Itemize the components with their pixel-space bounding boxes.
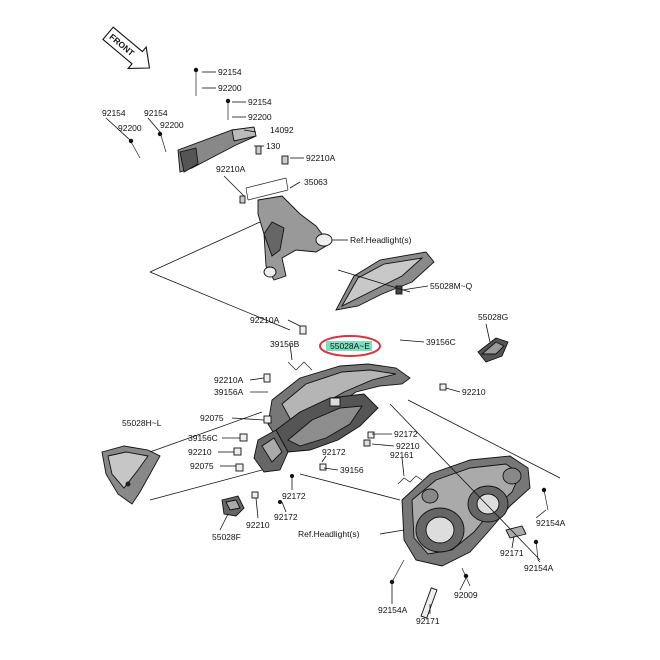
label-92210-right: 92210 xyxy=(462,387,486,397)
label-35063: 35063 xyxy=(304,177,328,187)
label-92161: 92161 xyxy=(390,450,414,460)
label-ref-headlight-bottom: Ref.Headlight(s) xyxy=(298,529,360,539)
label-92210A-mid2: 92210A xyxy=(214,375,244,385)
bracket-55028F xyxy=(221,495,245,517)
label-92154-left2: 92154 xyxy=(144,108,168,118)
fasteners-misc xyxy=(233,325,447,504)
label-92154-b: 92154 xyxy=(248,97,272,107)
cover-55028G xyxy=(477,337,509,363)
label-92210A-mid: 92210A xyxy=(250,315,280,325)
label-92171-a: 92171 xyxy=(500,548,524,558)
label-92210-a: 92210 xyxy=(188,447,212,457)
label-55028G: 55028G xyxy=(478,312,508,322)
headlight-assembly xyxy=(389,455,549,619)
label-39156: 39156 xyxy=(340,465,364,475)
label-ref-headlight-top: Ref.Headlight(s) xyxy=(350,235,412,245)
label-92200-left: 92200 xyxy=(118,123,142,133)
upper-stay-bracket xyxy=(177,126,333,281)
highlight-circle xyxy=(319,335,381,357)
part-labels: 92154 92200 92154 92200 14092 92154 9220… xyxy=(102,67,566,626)
label-92210A-right: 92210A xyxy=(306,153,336,163)
label-92154A-left: 92154A xyxy=(378,605,408,615)
label-92210-b: 92210 xyxy=(396,441,420,451)
label-39156C-right: 39156C xyxy=(426,337,456,347)
label-92172-d: 92172 xyxy=(274,512,298,522)
side-cover-55028H-L xyxy=(101,445,161,505)
leader-lines xyxy=(105,71,561,614)
label-92210-c: 92210 xyxy=(246,520,270,530)
label-92154A-right: 92154A xyxy=(536,518,566,528)
label-92172-a: 92172 xyxy=(394,429,418,439)
label-55028M-Q: 55028M~Q xyxy=(430,281,473,291)
label-92200-b: 92200 xyxy=(248,112,272,122)
label-92172-c: 92172 xyxy=(282,491,306,501)
label-92075-a: 92075 xyxy=(200,413,224,423)
label-92154-top: 92154 xyxy=(218,67,242,77)
label-92200-top: 92200 xyxy=(218,83,242,93)
label-39156C-left: 39156C xyxy=(188,433,218,443)
label-55028H-L: 55028H~L xyxy=(122,418,162,428)
front-arrow: FRONT xyxy=(102,26,151,70)
label-39156B: 39156B xyxy=(270,339,300,349)
label-55028A-E: 55028A~E xyxy=(330,341,370,351)
highlight-fill xyxy=(326,341,372,351)
windscreen-55028M-Q xyxy=(335,251,435,311)
label-92172-b: 92172 xyxy=(322,447,346,457)
label-39156A: 39156A xyxy=(214,387,244,397)
label-92154-left: 92154 xyxy=(102,108,126,118)
upper-cowl-55028A-E xyxy=(253,363,411,473)
label-130: 130 xyxy=(266,141,280,151)
label-92075-b: 92075 xyxy=(190,461,214,471)
label-55028F: 55028F xyxy=(212,532,241,542)
label-92171-b: 92171 xyxy=(416,616,440,626)
label-92210A-left: 92210A xyxy=(216,164,246,174)
label-92154A-bottom: 92154A xyxy=(524,563,554,573)
label-14092: 14092 xyxy=(270,125,294,135)
label-92009: 92009 xyxy=(454,590,478,600)
label-92200-left2: 92200 xyxy=(160,120,184,130)
